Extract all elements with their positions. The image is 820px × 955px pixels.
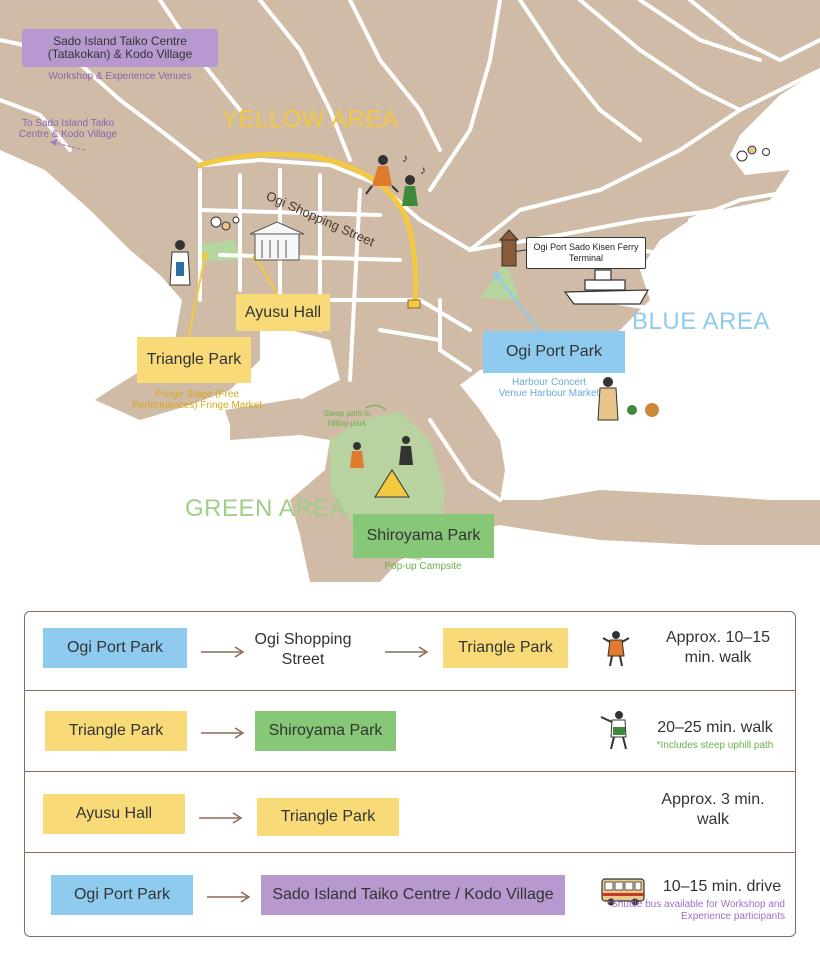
route-arrow-icon — [201, 727, 245, 739]
tent-icon — [374, 469, 410, 498]
green-area-label: GREEN AREA — [185, 495, 347, 522]
route-row: Triangle Park Shiroyama Park 20–25 min. … — [25, 691, 795, 771]
ogi-port-park-note: Harbour Concert Venue Harbour Market — [498, 377, 600, 399]
pier-west — [225, 398, 305, 425]
row-divider — [25, 852, 795, 853]
ferry-terminal-label: Ogi Port Sado Kisen Ferry Terminal — [526, 237, 646, 269]
sea-east — [460, 70, 820, 500]
route-to: Sado Island Taiko Centre / Kodo Village — [261, 875, 565, 915]
route-time: 10–15 min. drive — [662, 878, 782, 895]
route-row: Ayusu Hall Triangle Park Approx. 3 min. … — [25, 772, 795, 852]
svg-text:♪: ♪ — [402, 151, 408, 165]
ferry-terminal-text: Ogi Port Sado Kisen Ferry Terminal — [533, 242, 639, 263]
triangle-park-label: Triangle Park — [137, 337, 251, 383]
direction-arrowhead — [50, 139, 57, 146]
port-park-leader — [496, 275, 541, 333]
route-arrow-icon — [199, 812, 243, 824]
street-end-marker — [407, 299, 421, 309]
legend-box: Sado Island Taiko Centre (Tatakokan) & K… — [22, 29, 218, 67]
flute-player-icon — [169, 240, 191, 286]
bus-icon — [601, 878, 645, 906]
route-time: Approx. 3 min. walk — [661, 791, 765, 828]
svg-text:♪: ♪ — [420, 163, 426, 177]
harbour-map: ♪ ♪ Sado — [0, 0, 820, 582]
legend-title: Sado Island Taiko Centre (Tatakokan) & K… — [47, 34, 193, 61]
shiroyama-park-note: Pop-up Campsite — [384, 561, 462, 572]
route-time: 20–25 min. walk — [657, 719, 773, 736]
steep-path-note: Steep path to hilltop park — [323, 409, 371, 428]
route-via: Ogi Shopping Street — [254, 631, 352, 668]
route-to: Triangle Park — [257, 798, 399, 836]
sea — [0, 150, 340, 582]
route-to: Triangle Park — [443, 628, 568, 668]
row-divider — [25, 771, 795, 772]
ogi-port-park-label: Ogi Port Park — [483, 331, 625, 373]
route-row: Ogi Port Park Ogi Shopping Street Triang… — [25, 612, 795, 690]
steep-path-arrow — [365, 404, 387, 411]
hiker-icon — [600, 711, 627, 750]
dancer-icon: ♪ ♪ — [365, 151, 426, 206]
street-performer-icon — [597, 377, 659, 421]
route-to: Shiroyama Park — [255, 711, 396, 751]
triangle-park-note: Fringe Stage (Free Performances) Fringe … — [131, 389, 263, 411]
port-park-dot — [493, 272, 501, 280]
terminal-building-icon — [498, 229, 520, 267]
route-from: Ogi Port Park — [51, 875, 193, 915]
legend-subtitle: Workshop & Experience Venues — [48, 71, 192, 82]
map-base: ♪ ♪ — [0, 0, 820, 582]
route-time: Approx. 10–15 min. walk — [665, 629, 771, 666]
triangle-park-leader — [187, 255, 206, 341]
direction-note: To Sado Island Taiko Centre & Kodo Villa… — [18, 118, 118, 140]
camper-icon — [350, 436, 413, 498]
walker-icon — [602, 631, 630, 667]
route-note: *Shuttle bus available for Workshop and … — [573, 899, 785, 923]
route-note-text: *Shuttle bus available for Workshop and … — [607, 899, 785, 922]
route-from: Triangle Park — [45, 711, 187, 751]
route-arrow-icon — [201, 646, 245, 658]
row-divider — [25, 690, 795, 691]
ayusu-hall-label: Ayusu Hall — [236, 294, 330, 331]
route-note: *Includes steep uphill path — [656, 740, 774, 751]
yellow-area-label: YELLOW AREA — [222, 106, 399, 133]
pier-south — [490, 500, 800, 520]
route-arrow-icon — [207, 891, 251, 903]
ayusu-hall-leader — [255, 257, 279, 296]
shiroyama-park-label: Shiroyama Park — [353, 514, 494, 558]
route-arrow-icon — [385, 646, 429, 658]
triangle-park-dot — [201, 252, 209, 260]
direction-arrow — [49, 141, 86, 151]
route-from: Ogi Port Park — [43, 628, 187, 668]
taiko-drums-icon — [210, 145, 770, 231]
route-from: Ayusu Hall — [43, 794, 185, 834]
ferry-ship-icon — [563, 269, 650, 305]
route-row: Ogi Port Park Sado Island Taiko Centre /… — [25, 853, 795, 937]
ayusu-hall-building-icon — [249, 221, 305, 261]
routes-table: Ogi Port Park Ogi Shopping Street Triang… — [24, 611, 796, 937]
shopping-street-route — [197, 151, 419, 308]
road-network — [0, 0, 820, 502]
blue-area-label: BLUE AREA — [632, 308, 770, 335]
